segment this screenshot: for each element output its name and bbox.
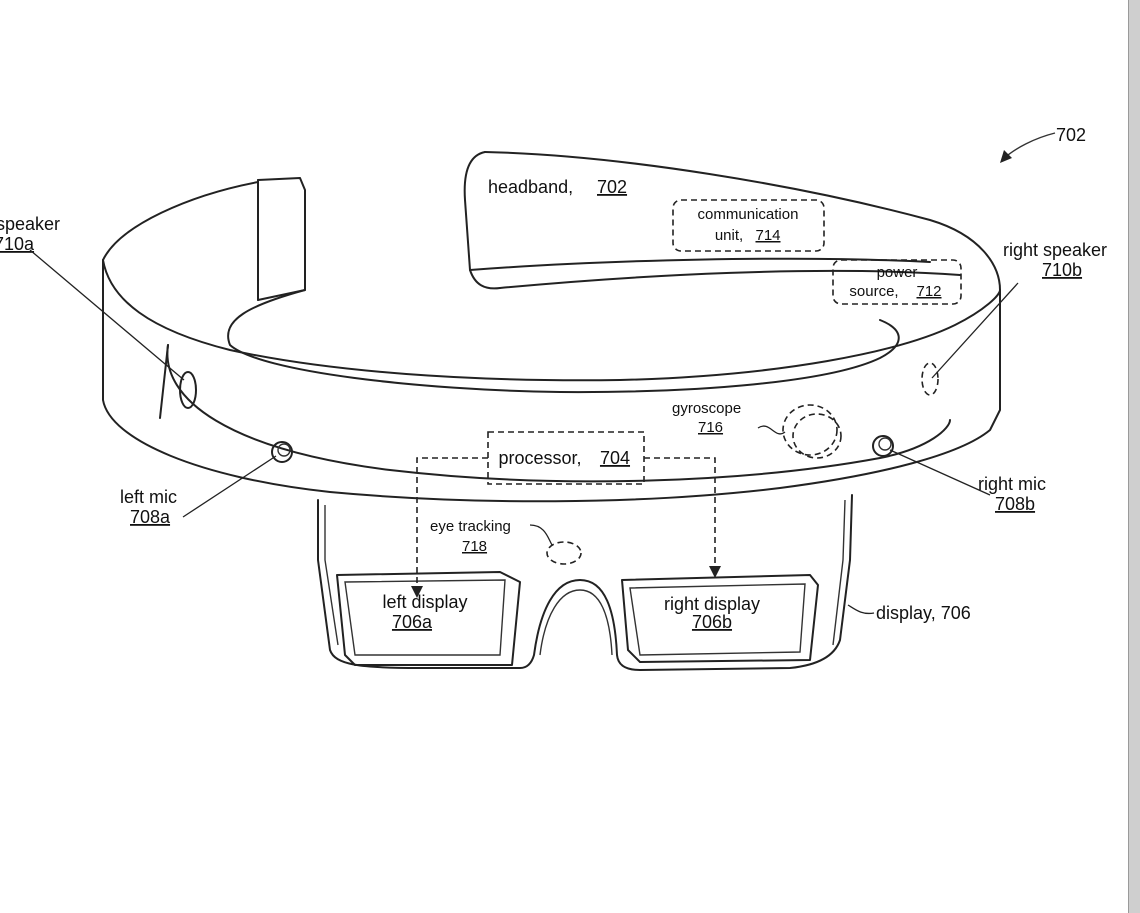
right-speaker-label: right speaker: [1003, 240, 1107, 260]
gyroscope-leader: [757, 425, 786, 435]
left-speaker-component: [179, 371, 197, 409]
eye-tracking-label: eye tracking: [430, 518, 511, 535]
right-mic-leader: [889, 449, 991, 496]
power-source-label-2: source,: [849, 283, 898, 300]
left-speaker-leader: [29, 249, 185, 381]
right-mic-label: right mic: [978, 474, 1046, 494]
left-mic-label: left mic: [120, 487, 177, 507]
processor-connections: [411, 457, 721, 598]
power-source-box: power source, 712: [832, 259, 962, 305]
right-speaker-component: [921, 362, 939, 396]
right-display-label: right display: [664, 594, 760, 614]
left-mic-leader: [182, 455, 277, 518]
left-speaker-number: 710a: [0, 234, 35, 254]
headband-drawing: [102, 151, 1001, 503]
power-source-number: 712: [916, 283, 941, 300]
right-display-lens: right display 706b: [621, 574, 819, 663]
right-speaker-leader: [931, 282, 1019, 379]
communication-unit-box: communication unit, 714: [672, 199, 825, 252]
left-display-number: 706a: [392, 612, 433, 632]
right-mic-component: [872, 435, 894, 457]
page-edge: [1128, 0, 1140, 913]
gyroscope-label: gyroscope: [672, 400, 741, 417]
left-display-lens: left display 706a: [336, 571, 521, 666]
display-leader: [847, 604, 875, 615]
communication-unit-label-2: unit,: [715, 227, 743, 244]
power-source-label: power: [877, 264, 918, 281]
communication-unit-number: 714: [755, 227, 780, 244]
eye-tracking-component: [546, 541, 582, 565]
display-label: display, 706: [876, 603, 971, 623]
right-speaker-number: 710b: [1042, 260, 1082, 280]
left-mic-number: 708a: [130, 507, 171, 527]
eye-tracking-number: 718: [462, 538, 487, 555]
right-mic-number: 708b: [995, 494, 1035, 514]
figure-reference: 702: [1000, 125, 1086, 163]
display-frame-drawing: [317, 494, 853, 671]
gyroscope-number: 716: [698, 419, 723, 436]
processor-label: processor,: [498, 448, 581, 468]
headband-label: headband,: [488, 177, 573, 197]
headband-number: 702: [597, 177, 627, 197]
communication-unit-label: communication: [698, 206, 799, 223]
figure-reference-number: 702: [1056, 125, 1086, 145]
processor-box: processor, 704: [487, 431, 645, 485]
processor-number: 704: [600, 448, 630, 468]
left-mic-component: [271, 441, 293, 463]
right-display-number: 706b: [692, 612, 732, 632]
gyroscope-component: [782, 404, 842, 459]
left-speaker-label: speaker: [0, 214, 60, 234]
eye-tracking-leader: [529, 524, 553, 546]
left-display-label: left display: [382, 592, 467, 612]
